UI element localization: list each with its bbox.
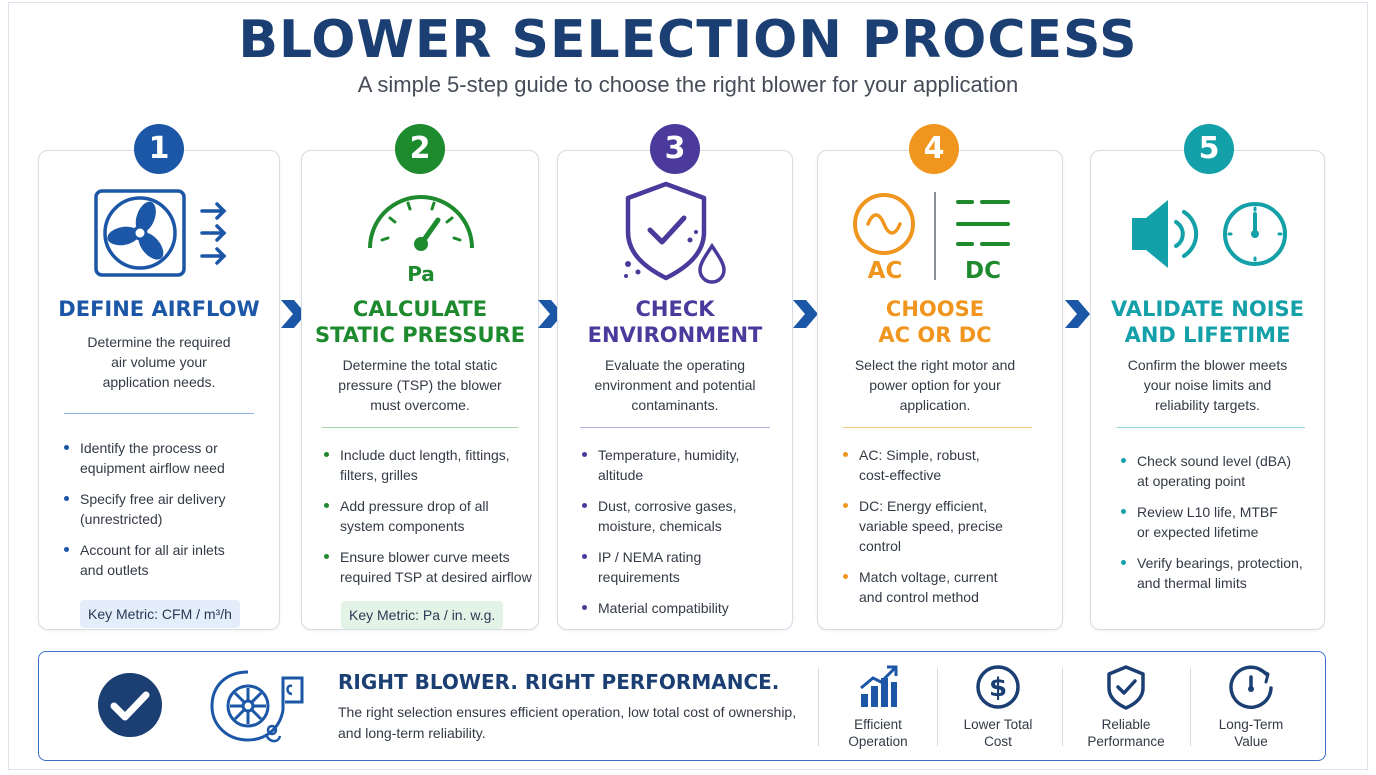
- step-description-3: Evaluate the operating environment and p…: [594, 357, 756, 413]
- bullet-item: Specify free air delivery (unrestricted): [62, 489, 272, 529]
- step-heading-4: CHOOSE AC OR DC: [878, 297, 992, 347]
- step-badge-4: 4: [909, 124, 959, 174]
- step-badge-5: 5: [1184, 124, 1234, 174]
- speaker-clock-icon: [1132, 200, 1287, 268]
- step-divider-4: [842, 427, 1032, 428]
- gauge-unit-label: Pa: [407, 262, 435, 286]
- fan-icon: [94, 189, 227, 277]
- step-card-1: [38, 150, 280, 630]
- key-metric-1: Key Metric: CFM / m³/h: [80, 600, 240, 628]
- ac-dc-icon: [853, 192, 1010, 280]
- shield-check-icon: [624, 181, 726, 284]
- step-badge-2: 2: [395, 124, 445, 174]
- bullet-item: Verify bearings, protection, and thermal…: [1119, 553, 1323, 593]
- blower-icon: [210, 670, 304, 743]
- bullet-item: Identify the process or equipment airflo…: [62, 438, 272, 478]
- step-badge-1: 1: [134, 124, 184, 174]
- bullet-item: IP / NEMA rating requirements: [580, 547, 790, 587]
- page-frame: [8, 2, 1368, 770]
- bullet-item: Ensure blower curve meets required TSP a…: [322, 547, 536, 587]
- clock-icon: [1229, 665, 1273, 709]
- divider: [1062, 668, 1063, 746]
- step-heading-3: CHECK ENVIRONMENT: [587, 297, 763, 347]
- bullet-item: Temperature, humidity, altitude: [580, 445, 790, 485]
- chevron-right-icon: [538, 300, 563, 328]
- checkmark-circle-icon: [98, 673, 162, 737]
- bar-chart-icon: [860, 665, 898, 707]
- bullet-item: Review L10 life, MTBF or expected lifeti…: [1119, 502, 1323, 542]
- shield-icon: [1107, 665, 1145, 710]
- step-bullets-4: AC: Simple, robust, cost-effective DC: E…: [841, 445, 1055, 618]
- bullet-item: Material compatibility: [580, 598, 790, 618]
- step-bullets-2: Include duct length, fittings, filters, …: [322, 445, 536, 598]
- step-divider-2: [322, 427, 518, 428]
- summary-title: RIGHT BLOWER. RIGHT PERFORMANCE.: [338, 670, 780, 694]
- bullet-item: Match voltage, current and control metho…: [841, 567, 1055, 607]
- key-metric-2: Key Metric: Pa / in. w.g.: [341, 601, 504, 629]
- dc-label: DC: [965, 258, 1001, 284]
- bullet-item: Include duct length, fittings, filters, …: [322, 445, 536, 485]
- step-bullets-3: Temperature, humidity, altitude Dust, co…: [580, 445, 790, 629]
- bullet-item: Dust, corrosive gases, moisture, chemica…: [580, 496, 790, 536]
- bullet-item: Add pressure drop of all system componen…: [322, 496, 536, 536]
- chevron-right-icon: [281, 300, 306, 328]
- step-bullets-5: Check sound level (dBA) at operating poi…: [1119, 451, 1323, 604]
- step-heading-2: CALCULATE STATIC PRESSURE: [314, 297, 526, 347]
- chevron-right-icon: [1065, 300, 1090, 328]
- step-bullets-1: Identify the process or equipment airflo…: [62, 438, 272, 591]
- step-description-5: Confirm the blower meets your noise limi…: [1127, 357, 1288, 413]
- benefit-label: Lower Total Cost: [963, 717, 1033, 749]
- bullet-item: Account for all air inlets and outlets: [62, 540, 272, 580]
- step-divider-1: [64, 413, 254, 414]
- step-description-4: Select the right motor and power option …: [854, 357, 1016, 413]
- summary-text: The right selection ensures efficient op…: [338, 704, 797, 741]
- page-title: BLOWER SELECTION PROCESS: [238, 10, 1138, 70]
- benefit-label: Reliable Performance: [1087, 717, 1165, 749]
- benefit-label: Efficient Operation: [848, 717, 908, 749]
- divider: [1190, 668, 1191, 746]
- page-subtitle: A simple 5-step guide to choose the righ…: [357, 72, 1019, 97]
- svg-text:$: $: [989, 673, 1007, 703]
- benefit-label: Long-Term Value: [1218, 717, 1284, 749]
- ac-label: AC: [867, 258, 903, 284]
- step-heading-5: VALIDATE NOISE AND LIFETIME: [1110, 297, 1305, 347]
- step-divider-5: [1117, 427, 1305, 428]
- step-heading-1: DEFINE AIRFLOW: [58, 297, 260, 321]
- step-description-2: Determine the total static pressure (TSP…: [338, 357, 502, 413]
- bullet-item: AC: Simple, robust, cost-effective: [841, 445, 1055, 485]
- chevron-right-icon: [793, 300, 818, 328]
- bullet-item: DC: Energy efficient, variable speed, pr…: [841, 496, 1055, 556]
- step-description-1: Determine the required air volume your a…: [87, 334, 231, 390]
- pressure-gauge-icon: [368, 195, 474, 251]
- step-badge-3: 3: [650, 124, 700, 174]
- bullet-item: Check sound level (dBA) at operating poi…: [1119, 451, 1323, 491]
- dollar-icon: $: [976, 665, 1020, 709]
- step-divider-3: [580, 427, 770, 428]
- divider: [937, 668, 938, 746]
- divider: [818, 668, 819, 746]
